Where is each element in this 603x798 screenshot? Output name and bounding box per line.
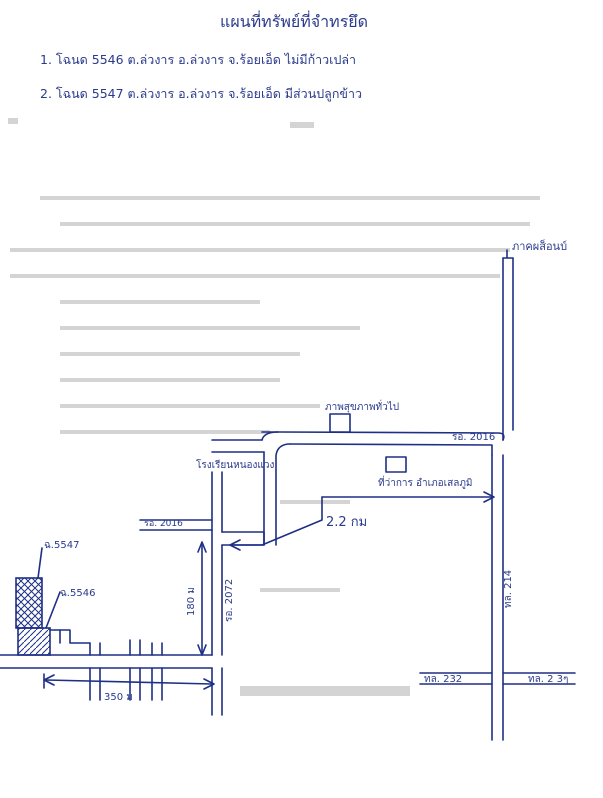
- label-hospital: ภาพสุขภาพทั่วไป: [325, 399, 399, 413]
- deed-line-2: 2. โฉนด 5547 ต.ล่วงาร อ.ล่วงาร จ.ร้อยเอ็…: [40, 86, 362, 101]
- plot-leader-lines: [37, 547, 61, 629]
- road-232: [419, 672, 576, 685]
- label-road-23x: ทล. 2 3ๆ: [528, 674, 568, 685]
- label-road-2016-upper: รอ. 2016: [452, 432, 495, 443]
- road-2072: [211, 471, 265, 716]
- document-title: แผนที่ทรัพย์ที่จำทรยึด: [220, 12, 369, 31]
- label-plot-5547: ฉ.5547: [44, 540, 79, 551]
- faint-background-print: [8, 118, 540, 696]
- label-district: ที่ว่าการ อำเภอเสลภูมิ: [378, 475, 473, 489]
- local-grid-roads: [0, 629, 213, 701]
- distance-arrows: [43, 491, 495, 690]
- label-road-2072: รอ. 2072: [224, 579, 235, 622]
- label-distance-180m: 180 ม: [186, 587, 197, 616]
- label-distance-km: 2.2 กม: [326, 515, 367, 530]
- plot-5547: [15, 577, 43, 629]
- label-distance-350m: 350 ม: [104, 692, 133, 703]
- label-school: โรงเรียนหนองแวง: [196, 458, 274, 471]
- label-road-2016-left: รอ. 2016: [144, 519, 183, 529]
- label-road-232: ทล. 232: [424, 674, 462, 685]
- road-214: [491, 249, 514, 741]
- road-2016-left: [139, 519, 213, 531]
- label-plot-5546: ฉ.5546: [60, 588, 95, 599]
- landmark-boxes: [329, 413, 407, 473]
- road-2016-upper: [211, 431, 505, 546]
- label-cafe: ภาคผส็อนบ์: [512, 239, 567, 253]
- label-road-214: ทล. 214: [503, 570, 514, 608]
- plot-5546: [17, 627, 61, 656]
- deed-line-1: 1. โฉนด 5546 ต.ล่วงาร อ.ล่วงาร จ.ร้อยเอ็…: [40, 52, 357, 67]
